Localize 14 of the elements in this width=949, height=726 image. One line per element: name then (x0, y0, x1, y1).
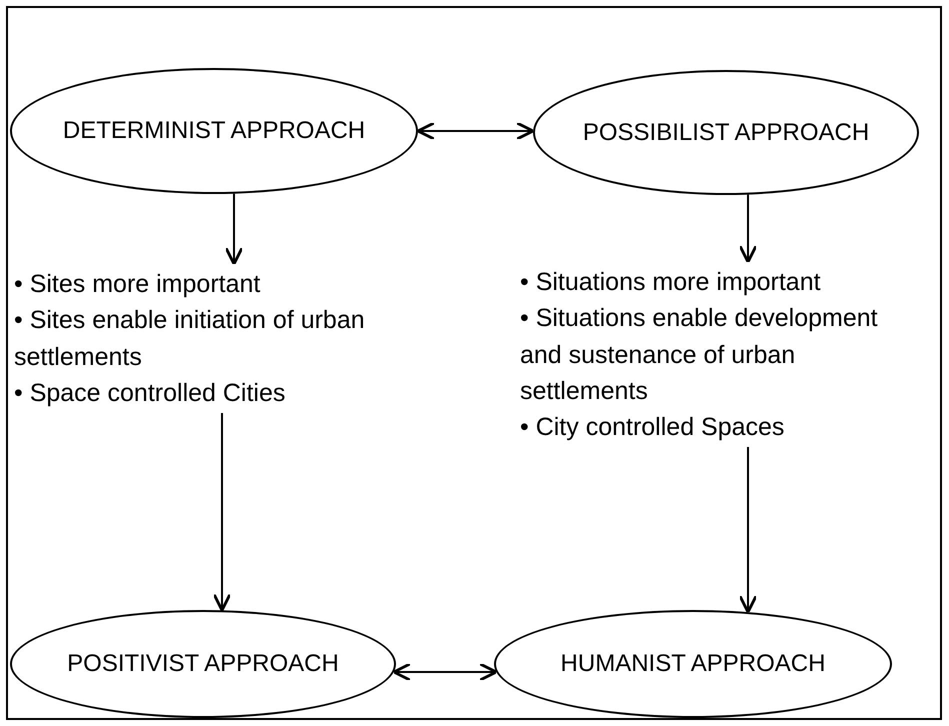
node-label: HUMANIST APPROACH (560, 650, 826, 678)
bullet-item: • Sites more important (14, 269, 262, 300)
node-label: DETERMINIST APPROACH (62, 117, 366, 145)
bullet-item: • Space controlled Cities (14, 378, 286, 409)
bullet-item: • Situations enable development and sustenance of urban settlements (520, 303, 879, 407)
node-label: POSITIVIST APPROACH (67, 650, 339, 678)
bullet-item: • Situations more important (520, 267, 822, 298)
arrow (212, 413, 232, 612)
node-label: POSSIBILIST APPROACH (582, 118, 870, 146)
bullet-item: • City controlled Spaces (520, 412, 786, 443)
bullet-item: • Sites enable initiation of urban settlements (14, 305, 366, 372)
arrow (738, 194, 758, 264)
arrow (416, 122, 534, 140)
arrow (224, 194, 244, 266)
